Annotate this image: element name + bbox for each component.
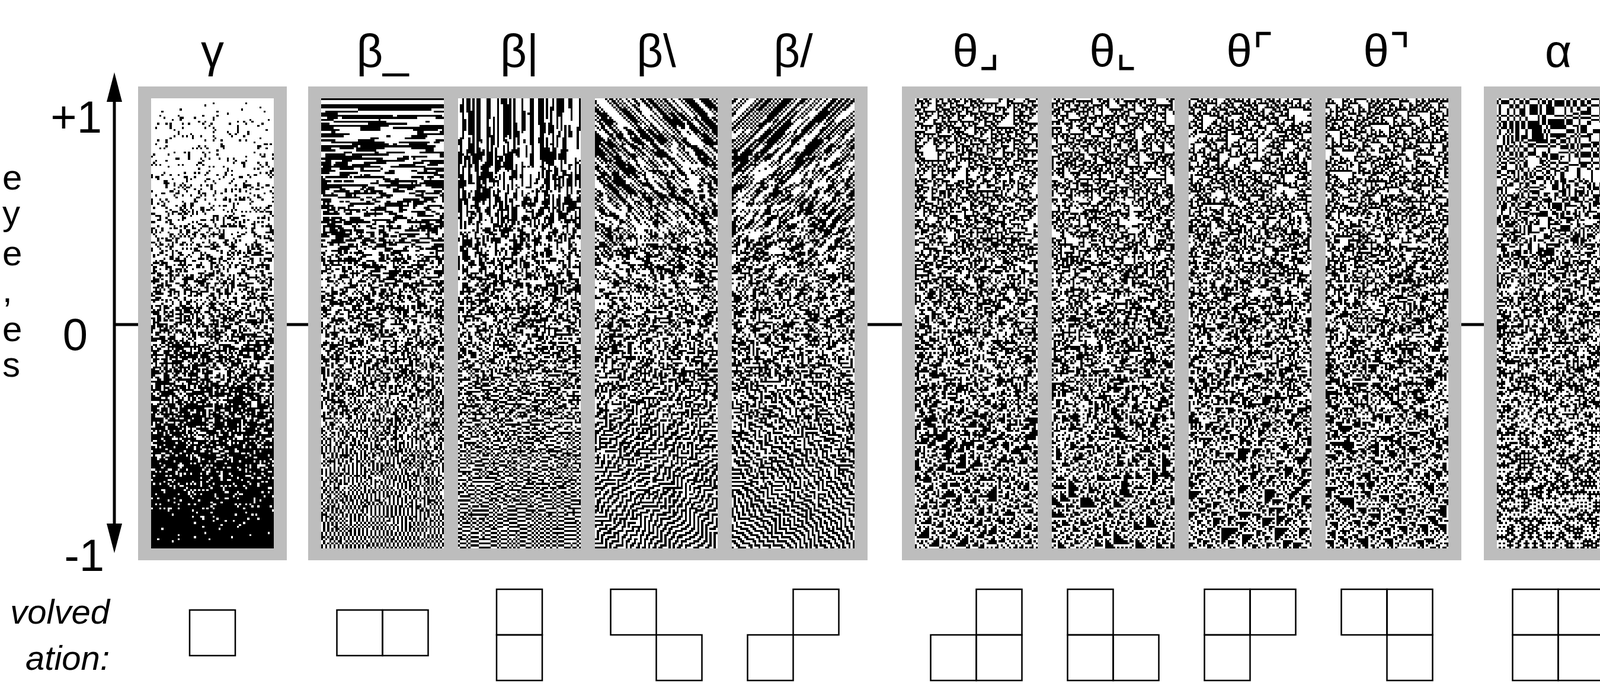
texture-pixels: [1188, 98, 1312, 549]
texture-panel: α: [1496, 98, 1600, 549]
texture-image: [458, 98, 581, 549]
texture-label: β_: [321, 17, 444, 85]
texture-panel: θ⌟: [914, 98, 1038, 549]
glyph-cell: [976, 635, 1023, 681]
cropped-letter: y: [2, 195, 21, 232]
axis-value: +1: [50, 94, 102, 140]
texture-panel: β\: [594, 98, 718, 549]
glyph-cell: [610, 589, 657, 636]
correlation-glyph: [1341, 589, 1433, 681]
texture-label: β/: [731, 17, 855, 85]
glyph-cell: [793, 589, 840, 636]
axis-value: 0: [62, 312, 88, 358]
texture-image: [594, 98, 718, 549]
correlation-glyph: [747, 589, 840, 681]
texture-image: [1188, 98, 1312, 549]
glyph-cell: [337, 610, 383, 656]
texture-image: [1325, 98, 1449, 549]
glyph-cell: [1558, 589, 1600, 636]
texture-image: [1496, 98, 1600, 549]
glyph-cell: [382, 610, 429, 656]
texture-label: γ: [151, 17, 274, 85]
row-caption: volved: [10, 594, 110, 630]
texture-pixels: [151, 98, 274, 549]
glyph-cell: [1387, 635, 1433, 681]
axis-line: [113, 94, 117, 534]
group-frame: [1483, 86, 1600, 561]
texture-pixels: [1496, 98, 1600, 549]
texture-panel: γ: [151, 98, 274, 549]
glyph-cell: [930, 635, 977, 681]
correlation-glyph: [496, 589, 543, 681]
texture-image: [151, 98, 274, 549]
correlation-glyph: [1204, 589, 1296, 681]
correlation-glyph: [337, 610, 429, 656]
texture-label: β\: [594, 17, 718, 85]
texture-pixels: [1325, 98, 1449, 549]
texture-pixels: [1051, 98, 1175, 549]
texture-label: α: [1496, 17, 1600, 85]
glyph-cell: [1512, 635, 1559, 681]
texture-image: [1051, 98, 1175, 549]
texture-panel: θ⌜: [1188, 98, 1312, 549]
group-frame: [308, 86, 868, 561]
cropped-letter: e: [2, 235, 22, 272]
correlation-glyph: [189, 610, 236, 656]
group-frame: [901, 86, 1462, 561]
texture-pixels: [731, 98, 855, 549]
glyph-cell: [1558, 635, 1600, 681]
texture-label: β|: [458, 17, 581, 85]
axis-arrow: [106, 72, 123, 102]
texture-label: θ⌜: [1188, 17, 1312, 85]
glyph-cell: [1204, 635, 1251, 681]
glyph-cell: [656, 635, 703, 681]
texture-pixels: [914, 98, 1038, 549]
glyph-cell: [1113, 635, 1160, 681]
group-frame: [138, 86, 287, 561]
cropped-letter: e: [2, 160, 22, 196]
correlation-glyph: [930, 589, 1023, 681]
texture-pixels: [458, 98, 581, 549]
row-caption: ation:: [25, 641, 110, 676]
texture-panel: β_: [321, 98, 444, 549]
texture-label: θ⌟: [914, 17, 1038, 85]
texture-pixels: [321, 98, 444, 549]
texture-panel: θ⌞: [1051, 98, 1175, 549]
axis-value: -1: [64, 533, 105, 579]
glyph-cell: [976, 589, 1023, 636]
glyph-cell: [1512, 589, 1559, 636]
texture-label: θ⌞: [1051, 17, 1175, 85]
glyph-cell: [496, 635, 543, 681]
texture-label: θ⌝: [1325, 17, 1449, 85]
axis-arrow: [106, 523, 123, 554]
texture-panel: β|: [458, 98, 581, 549]
correlation-glyph: [1067, 589, 1160, 681]
texture-image: [914, 98, 1038, 549]
glyph-cell: [1387, 589, 1433, 636]
glyph-cell: [496, 589, 543, 636]
glyph-cell: [1067, 635, 1114, 681]
correlation-glyph: [610, 589, 703, 681]
cropped-letter: s: [2, 347, 21, 383]
texture-panel: β/: [731, 98, 855, 549]
texture-image: [321, 98, 444, 549]
cropped-letter: ,: [2, 272, 13, 309]
glyph-cell: [189, 610, 236, 656]
glyph-cell: [1341, 589, 1388, 636]
texture-panel: θ⌝: [1325, 98, 1449, 549]
glyph-cell: [1250, 589, 1296, 636]
cropped-letter: e: [2, 311, 22, 348]
texture-image: [731, 98, 855, 549]
glyph-cell: [747, 635, 794, 681]
glyph-cell: [1204, 589, 1251, 636]
glyph-cell: [1067, 589, 1114, 636]
correlation-glyph: [1512, 589, 1600, 681]
texture-pixels: [594, 98, 718, 549]
